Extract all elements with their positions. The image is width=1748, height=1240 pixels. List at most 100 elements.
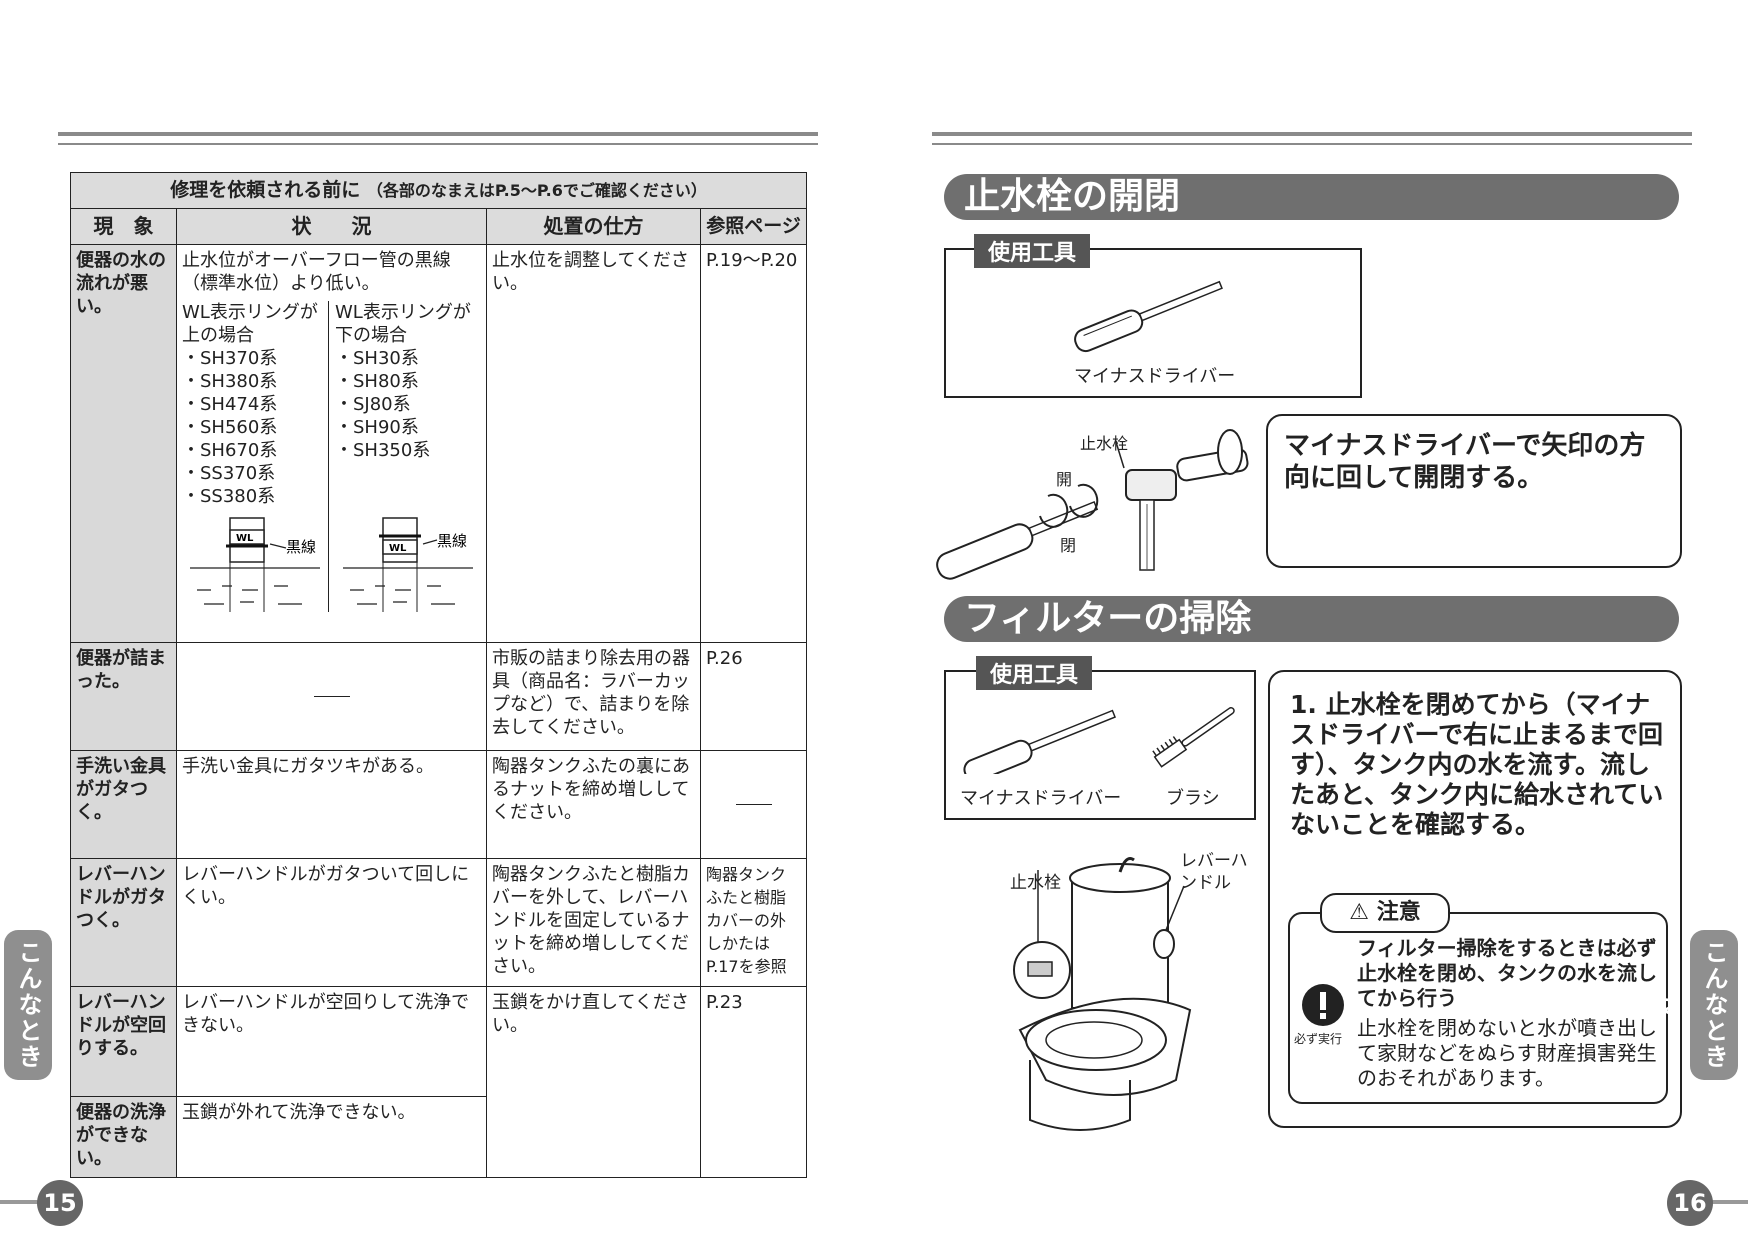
wl-upper-title: WL表示リングが上の場合: [182, 302, 318, 346]
header-rule-top: [58, 132, 818, 136]
instruction-box-2: 1. 止水栓を閉めてから（マイナスドライバーで右に止まるまで回す）、タンク内の水…: [1268, 670, 1682, 1128]
tool-tag-2: 使用工具: [976, 656, 1093, 690]
wl-ring-columns: WL表示リングが上の場合 ・SH370系 ・SH380系 ・SH474系 ・SH…: [182, 301, 481, 612]
footer-rule-left: [0, 1200, 40, 1204]
black-line-label: 黒線: [437, 532, 467, 550]
model-item: ・SJ80系: [335, 394, 411, 415]
caution-text: 止水栓を閉めないと水が噴き出して家財などをぬらす財産損害発生のおそれがあります。: [1357, 1016, 1657, 1090]
not-applicable-dash: [735, 804, 772, 805]
page-cell: [699, 750, 808, 859]
header-symptom: 現 象: [70, 208, 177, 245]
symptom-cell: 手洗い金具がガタつく。: [70, 750, 177, 859]
model-item: ・SS380系: [182, 486, 276, 507]
caution-bold-text: フィルター掃除をするときは必ず止水栓を閉め、タンクの水を流してから行う: [1357, 936, 1657, 1010]
caution-title: 注意: [1376, 900, 1421, 925]
caution-tag: ⚠ 注意: [1320, 893, 1450, 933]
header-action: 処置の仕方: [486, 208, 701, 245]
model-item: ・SH90系: [335, 417, 419, 438]
page-cell: 陶器タンクふたと樹脂カバーの外しかたはP.17を参照: [699, 858, 808, 987]
table-row: 便器の水の流れが悪い。 止水位がオーバーフロー管の黒線（標準水位）より低い。 W…: [70, 244, 808, 643]
symptom-cell: 便器の洗浄ができない。: [70, 1096, 177, 1178]
wl-lower-diagram: WL 黒線: [343, 517, 473, 612]
brush-icon: [1152, 707, 1235, 768]
warning-triangle-icon: ⚠: [1349, 900, 1370, 925]
tool-box-2: [944, 670, 1256, 820]
table-caption: 修理を依頼される前に （各部のなまえはP.5～P.6でご確認ください）: [69, 172, 808, 209]
model-item: ・SH30系: [335, 348, 419, 369]
black-line-label: 黒線: [286, 538, 316, 556]
action-cell: 市販の詰まり除去用の器具（商品名：ラバーカップなど）で、詰まりを除去してください…: [486, 642, 701, 751]
table-row: 手洗い金具がガタつく。 手洗い金具にガタツキがある。 陶器タンクふたの裏にあるナ…: [70, 750, 808, 859]
table-row: レバーハンドルがガタつく。 レバーハンドルがガタついて回しにくい。 陶器タンクふ…: [70, 858, 808, 987]
wl-upper-column: WL表示リングが上の場合 ・SH370系 ・SH380系 ・SH474系 ・SH…: [182, 301, 328, 612]
page-cell: P.26: [699, 642, 808, 751]
action-cell: 陶器タンクふたの裏にあるナットを締め増ししてください。: [486, 750, 701, 859]
model-item: ・SH80系: [335, 371, 419, 392]
action-cell: 陶器タンクふたと樹脂カバーを外して、レバーハンドルを固定しているナットを締め増し…: [486, 858, 701, 987]
table-caption-note: （各部のなまえはP.5～P.6でご確認ください）: [366, 181, 707, 200]
valve-label: 止水栓: [1010, 873, 1061, 893]
model-item: ・SH474系: [182, 394, 278, 415]
table-row: 便器が詰まった。 市販の詰まり除去用の器具（商品名：ラバーカップなど）で、詰まり…: [70, 642, 808, 751]
mandatory-action-icon: [1302, 984, 1344, 1026]
screwdriver-icon: [963, 709, 1117, 774]
open-label: 開: [1056, 470, 1073, 489]
valve-illustration: [936, 429, 1249, 580]
side-tab-right: こんなときは: [1652, 930, 1738, 1080]
wl-badge: WL: [389, 543, 407, 554]
close-label: 閉: [1060, 536, 1077, 555]
situation-cell: 手洗い金具にガタツキがある。: [176, 750, 487, 859]
wl-upper-diagram: WL 黒線: [190, 517, 320, 612]
action-cell: 玉鎖をかけ直してください。: [486, 986, 701, 1178]
action-cell: 止水位を調整してください。: [486, 244, 701, 643]
page-cell: P.23: [699, 986, 808, 1178]
situation-cell: レバーハンドルが空回りして洗浄できない。: [176, 986, 487, 1097]
mandatory-action-label: 必ず実行: [1294, 1032, 1343, 1046]
header-rule-top-right: [932, 132, 1692, 136]
model-item: ・SH380系: [182, 371, 278, 392]
header-situation: 状 況: [176, 208, 487, 245]
table-caption-text: 修理を依頼される前に: [170, 179, 361, 201]
troubleshooting-table: 修理を依頼される前に （各部のなまえはP.5～P.6でご確認ください） 現 象 …: [69, 172, 808, 1178]
screwdriver-icon: [1074, 280, 1223, 353]
situation-cell: 玉鎖が外れて洗浄できない。: [176, 1096, 487, 1178]
symptom-cell: 便器が詰まった。: [70, 642, 177, 751]
step-1-text: 1. 止水栓を閉めてから（マイナスドライバーで右に止まるまで回す）、タンク内の水…: [1290, 690, 1664, 839]
screwdriver-label: マイナスドライバー: [960, 788, 1122, 809]
table-row: 便器の洗浄ができない。 玉鎖が外れて洗浄できない。: [70, 1096, 807, 1178]
screwdriver-label: マイナスドライバー: [1074, 366, 1236, 387]
instruction-box-1: マイナスドライバーで矢印の方向に回して開閉する。: [1266, 414, 1682, 568]
not-applicable-dash: [313, 696, 350, 697]
situation-cell: [176, 642, 487, 751]
symptom-cell: レバーハンドルが空回りする。: [70, 986, 177, 1097]
situation-cell: レバーハンドルがガタついて回しにくい。: [176, 858, 487, 987]
page-number-right: 16: [1667, 1180, 1713, 1226]
footer-rule-right: [1712, 1200, 1748, 1204]
side-tab-left: こんなときは: [4, 930, 52, 1080]
caution-box: [1288, 912, 1668, 1104]
lever-label: レバーハンドル: [1180, 851, 1248, 893]
wl-lower-column: WL表示リングが下の場合 ・SH30系 ・SH80系 ・SJ80系 ・SH90系…: [328, 301, 481, 612]
situation-cell: 止水位がオーバーフロー管の黒線（標準水位）より低い。 WL表示リングが上の場合 …: [176, 244, 487, 643]
header-rule-bottom: [58, 143, 818, 145]
symptom-cell: 便器の水の流れが悪い。: [70, 244, 177, 643]
header-rule-bottom-right: [932, 143, 1692, 145]
model-item: ・SH670系: [182, 440, 278, 461]
instruction-text-1: マイナスドライバーで矢印の方向に回して開閉する。: [1284, 431, 1646, 493]
model-item: ・SH350系: [335, 440, 431, 461]
section-title-filter: フィルターの掃除: [944, 596, 1679, 642]
page-cell: P.19～P.20: [699, 244, 808, 643]
brush-label: ブラシ: [1166, 788, 1220, 809]
section-title-valve: 止水栓の開閉: [944, 174, 1679, 220]
header-page: 参照ページ: [699, 208, 808, 245]
wl-lower-title: WL表示リングが下の場合: [335, 302, 471, 346]
wl-badge: WL: [236, 533, 254, 544]
model-item: ・SH560系: [182, 417, 278, 438]
page-number-left: 15: [37, 1180, 83, 1226]
model-item: ・SH370系: [182, 348, 278, 369]
symptom-cell: レバーハンドルがガタつく。: [70, 858, 177, 987]
toilet-illustration: [1013, 857, 1192, 1131]
valve-label: 止水栓: [1080, 434, 1129, 453]
model-item: ・SS370系: [182, 463, 276, 484]
table-row: レバーハンドルが空回りする。 レバーハンドルが空回りして洗浄できない。 玉鎖をか…: [70, 986, 808, 1178]
